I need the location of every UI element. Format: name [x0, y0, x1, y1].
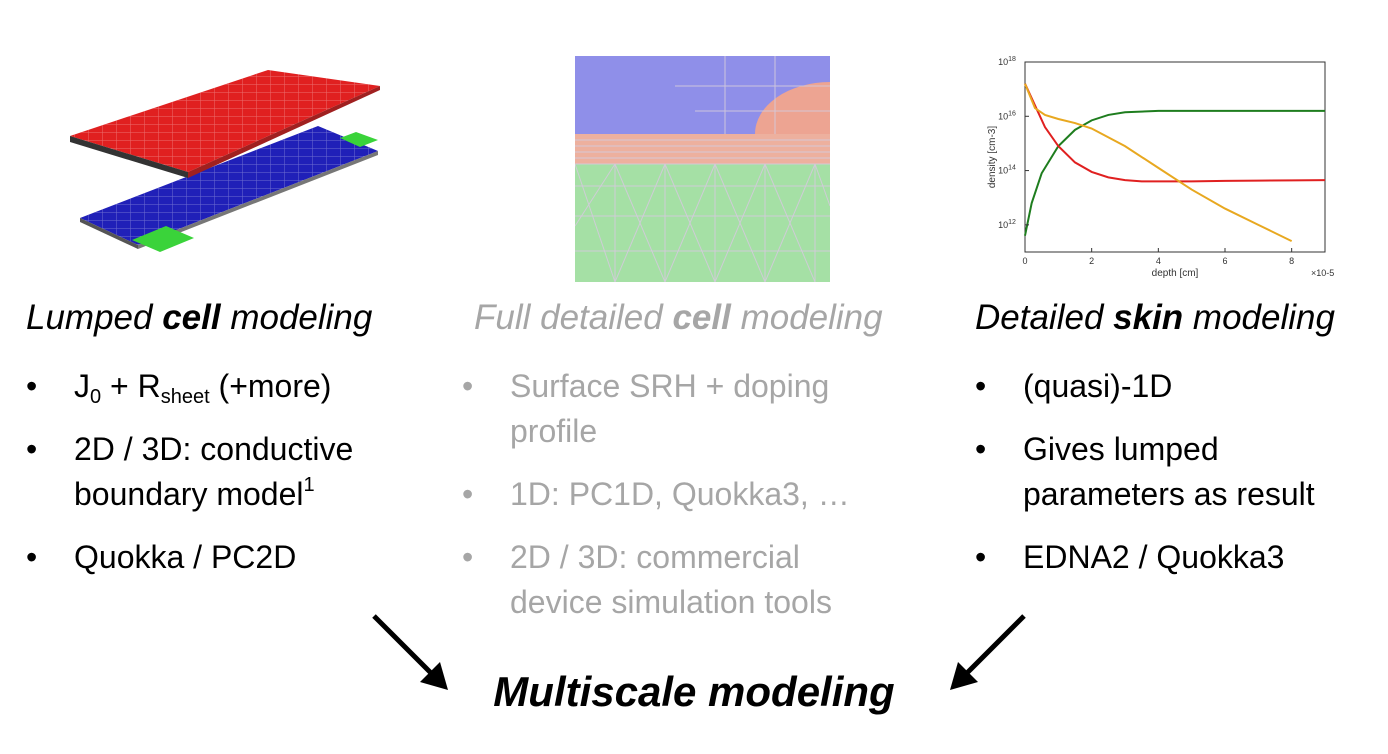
x-tick-label: 6 [1222, 256, 1227, 266]
bullet-item: 1D: PC1D, Quokka3, … [462, 472, 882, 517]
arrow-right-icon [950, 614, 1026, 690]
plot-area [1024, 61, 1326, 253]
bullet-item: Surface SRH + doping profile [462, 364, 882, 454]
y-axis-label: density [cm-3] [987, 126, 998, 188]
bullet-item: J0 + Rsheet (+more) [26, 364, 426, 409]
column-title-full: Full detailed cell modeling [474, 298, 883, 337]
bullet-item: (quasi)-1D [975, 364, 1355, 409]
x-tick-label: 2 [1089, 256, 1094, 266]
x-axis-multiplier: ×10-5 [1311, 268, 1334, 278]
x-tick-label: 8 [1289, 256, 1294, 266]
column-title-lumped: Lumped cell modeling [26, 298, 373, 337]
bullet-item: Gives lumped parameters as result [975, 427, 1355, 517]
multiscale-modeling-title: Multiscale modeling [493, 668, 895, 715]
bullet-item: EDNA2 / Quokka3 [975, 535, 1355, 580]
arrow-left-icon [372, 614, 448, 690]
red-plate [70, 70, 380, 178]
y-tick-label: 1016 [998, 110, 1016, 121]
blue-plate [80, 126, 378, 252]
series-line-1 [1024, 83, 1326, 183]
full-cell-mesh-image [575, 56, 830, 282]
bullets-full: Surface SRH + doping profile 1D: PC1D, Q… [462, 364, 882, 643]
column-title-skin: Detailed skin modeling [975, 298, 1335, 337]
series-line-0 [1024, 109, 1325, 236]
y-tick-label: 1014 [998, 165, 1016, 176]
x-tick-label: 0 [1022, 256, 1027, 266]
y-tick-label: 1012 [998, 219, 1016, 230]
bullet-item: 2D / 3D: commercial device simulation to… [462, 535, 882, 625]
lumped-cell-model-image [70, 70, 380, 252]
bullet-item: Quokka / PC2D [26, 535, 426, 580]
bullets-lumped: J0 + Rsheet (+more) 2D / 3D: conductive … [26, 364, 426, 598]
x-axis-label: depth [cm] [1152, 268, 1199, 279]
series-line-2 [1024, 83, 1293, 243]
x-tick-label: 4 [1156, 256, 1161, 266]
density-depth-chart: 0 2 4 6 8 1012 1014 1016 1018 depth [cm] density… [987, 56, 1334, 279]
bullet-item: 2D / 3D: conductive boundary model1 [26, 427, 426, 517]
y-tick-label: 1018 [998, 56, 1016, 67]
bullets-skin: (quasi)-1D Gives lumped parameters as re… [975, 364, 1355, 598]
